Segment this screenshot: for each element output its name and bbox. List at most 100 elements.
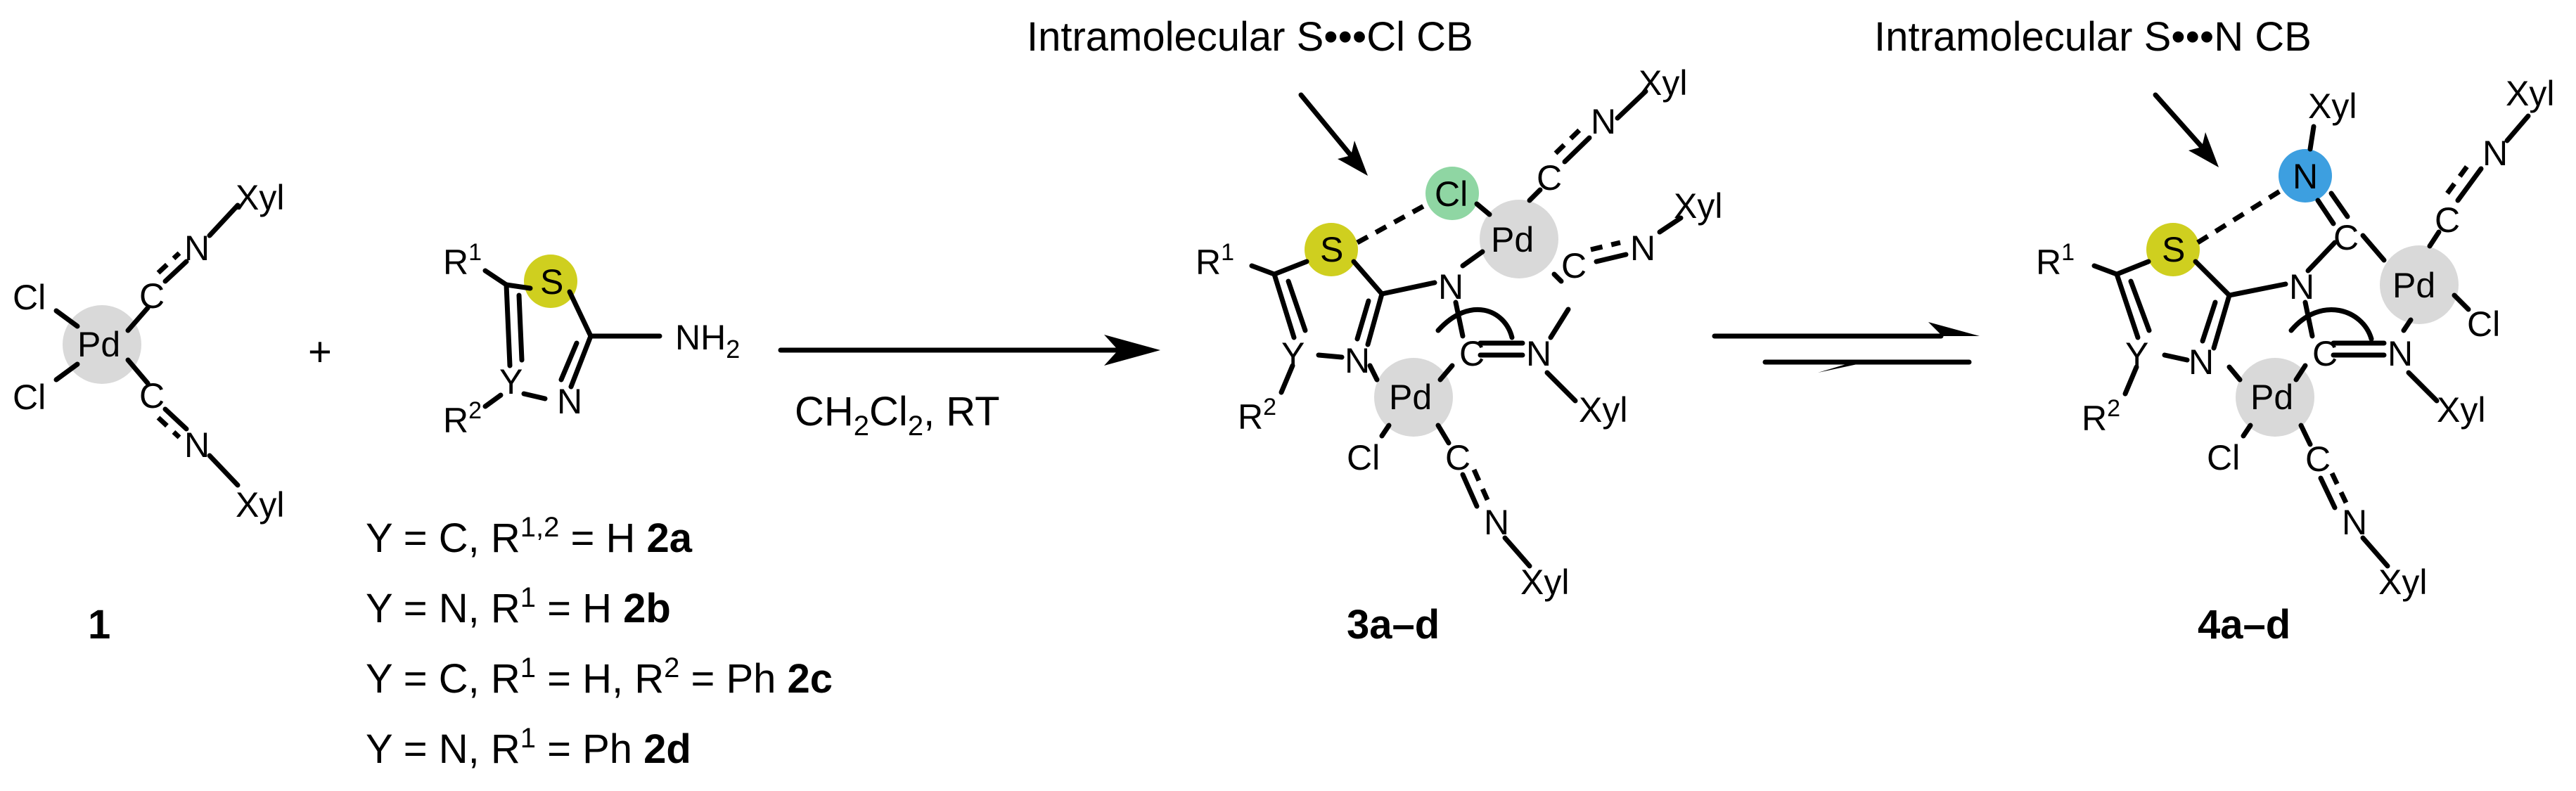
variant-2a: Y = C, R1,2 = H 2a xyxy=(366,512,693,561)
triple-right-iso-a xyxy=(1594,252,1629,264)
annotation-arrow-head xyxy=(2189,132,2219,167)
ring-c2-n3 xyxy=(2211,292,2232,351)
bond-nmid-ctop xyxy=(2305,240,2338,274)
ring-n-y xyxy=(521,391,548,401)
n-right-iso-label: N xyxy=(1630,229,1655,268)
compound-2: R1 S Y N R2 NH2 Y = C, R1,2 = H 2a Y = N… xyxy=(366,239,833,772)
chalcogen-bond-s-n xyxy=(2196,188,2283,245)
s-highlight-circle xyxy=(2146,223,2200,276)
ring-c5-s xyxy=(1271,259,1309,277)
bond-pdtop-cl xyxy=(2452,292,2471,312)
annotation-s-n: Intramolecular S•••N CB xyxy=(1874,14,2312,60)
pd-bottom-label: Pd xyxy=(2250,378,2293,417)
bond-c5-r1 xyxy=(482,268,509,288)
bond-nright-cright xyxy=(1548,307,1571,340)
bond-n-xyl-top xyxy=(207,202,241,238)
bond-nhl-xyl xyxy=(2307,124,2317,152)
annotation-arrow-head xyxy=(1338,141,1368,176)
y-label: Y xyxy=(2125,335,2148,375)
bond-pd-c-bottom xyxy=(125,357,150,386)
y-label: Y xyxy=(499,362,523,401)
variant-list: Y = C, R1,2 = H 2a Y = N, R1 = H 2b Y = … xyxy=(366,512,833,772)
n-ring-label: N xyxy=(2189,342,2214,382)
ring-c2-n3-double xyxy=(1354,298,1371,342)
bond-nmid-pdtop xyxy=(1460,249,1485,269)
c-bot-iso-label: C xyxy=(1445,438,1470,477)
cl-pd2-label: Cl xyxy=(1347,438,1380,477)
xyl-top-iso-label: Xyl xyxy=(2506,74,2554,113)
s-label: S xyxy=(2162,230,2185,269)
bond-c2-nmid xyxy=(1379,280,1437,297)
pd-label: Pd xyxy=(77,325,120,364)
bond-n-xyl-top-iso xyxy=(2504,113,2531,143)
ring-c2-n xyxy=(568,333,594,390)
bond-n-xyl-bottom xyxy=(207,453,241,488)
c-mid-label: C xyxy=(1459,334,1485,373)
c-mid-label: C xyxy=(2312,334,2338,373)
n-top-label: N xyxy=(184,229,210,268)
bond-pdbottom-cl xyxy=(2241,423,2253,439)
ring-s-c2 xyxy=(2193,259,2232,298)
bond-n-xyl-bot-iso xyxy=(2360,535,2390,569)
r2-label: R2 xyxy=(443,397,482,440)
n-right-label: N xyxy=(1526,334,1551,373)
xyl-bot-iso-label: Xyl xyxy=(2378,562,2427,602)
variant-2b: Y = N, R1 = H 2b xyxy=(366,582,671,631)
pd-highlight-circle xyxy=(63,305,141,384)
bond-cl-pdtop xyxy=(1474,201,1492,217)
compound-3: Intramolecular S•••Cl CB xyxy=(1027,14,1722,648)
reaction-arrow: CH2Cl2, RT xyxy=(778,335,1160,442)
triple-bot-iso-b xyxy=(1471,468,1491,503)
xyl-right-iso-label: Xyl xyxy=(1674,186,1722,226)
ring-y-c5 xyxy=(504,282,513,368)
n-top-iso-label: N xyxy=(1591,102,1616,141)
r1-label: R1 xyxy=(443,239,482,282)
triple-top-iso-b xyxy=(1553,127,1582,155)
annotation-arrow-shaft xyxy=(1298,92,1353,157)
triple-bond-bottom-b xyxy=(156,416,181,439)
c-right-label: C xyxy=(1561,246,1587,285)
bond-n-xyl-bot-iso xyxy=(1502,535,1532,569)
bond-pd-cl-bottom xyxy=(53,361,80,382)
variant-2c: Y = C, R1 = H, R2 = Ph 2c xyxy=(366,652,833,702)
bond-ctop-nhl-double xyxy=(2328,191,2350,219)
triple-bot-iso-a xyxy=(1460,472,1480,509)
c-top-label: C xyxy=(2333,218,2359,257)
bond-cright-pdtop xyxy=(1551,271,1564,284)
compound-4-label: 4a–d xyxy=(2198,602,2290,648)
triple-bond-bottom-a xyxy=(162,406,189,432)
bond-c5-r1 xyxy=(1249,263,1277,277)
bond-y-r2 xyxy=(2122,364,2139,397)
delocalization-arc xyxy=(1435,307,1515,340)
bond-pdbottom-c-iso xyxy=(1435,423,1452,446)
ring-y-c5-double xyxy=(1286,278,1308,333)
delocalization-arc xyxy=(2288,307,2374,342)
cl-pd1-label: Cl xyxy=(2467,304,2500,344)
cl-bottom-label: Cl xyxy=(13,378,46,417)
triple-right-iso-b xyxy=(1590,240,1621,252)
pd-bottom-label: Pd xyxy=(1389,378,1432,417)
n-ring-label: N xyxy=(557,382,582,421)
ring-c5-s xyxy=(2114,259,2151,277)
ring-n3-y xyxy=(1316,352,1345,360)
triple-top-iso-a xyxy=(1562,135,1592,165)
bond-nright-pdtop xyxy=(2401,317,2414,333)
ring-y-c5-double xyxy=(516,292,525,363)
c-top-iso-label: C xyxy=(1537,158,1562,198)
r2-label: R2 xyxy=(2082,395,2120,438)
equilibrium-arrows xyxy=(1712,322,1980,373)
r2-label: R2 xyxy=(1238,394,1276,437)
ring-c2-n3-double xyxy=(2200,300,2218,344)
bond-ctop-nhl xyxy=(2315,198,2336,226)
bond-c2-nmid xyxy=(2226,281,2288,298)
compound-1-label: 1 xyxy=(88,602,110,648)
triple-top-iso-b xyxy=(2445,160,2473,195)
c-bottom-label: C xyxy=(139,376,165,416)
bond-ctop-pdtop xyxy=(2360,233,2387,263)
chalcogen-bond-s-cl xyxy=(1356,201,1429,245)
xyl-bottom-label: Xyl xyxy=(236,485,284,525)
ring-s-c2 xyxy=(1351,259,1385,297)
plus-sign: + xyxy=(308,329,332,375)
ring-c2-n-double xyxy=(558,340,579,382)
